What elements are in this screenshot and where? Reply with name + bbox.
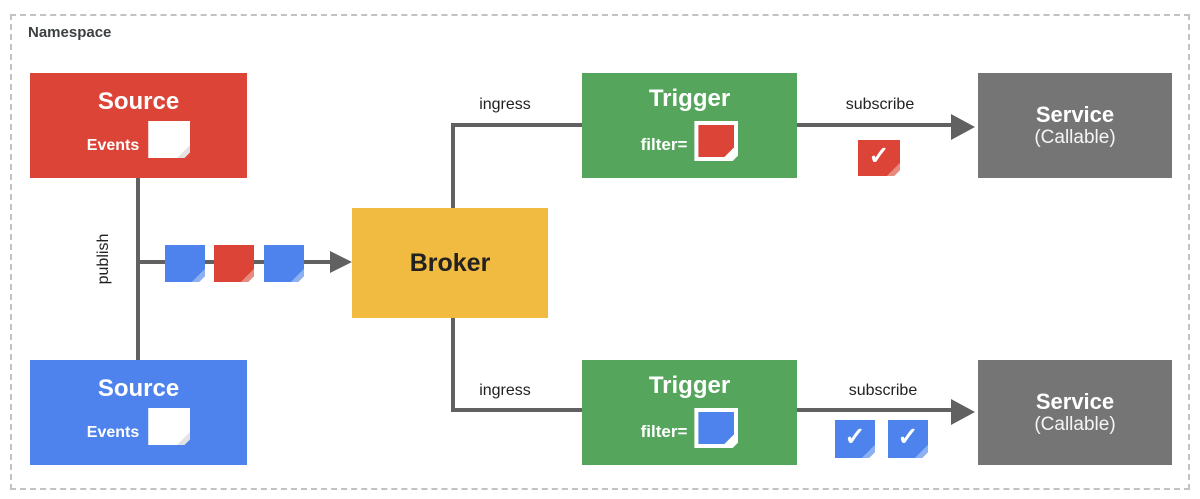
- blue-event-note-icon: [165, 245, 205, 282]
- events-label: Events: [86, 136, 140, 154]
- filter-label: filter=: [640, 135, 688, 154]
- broker-title: Broker: [409, 248, 491, 277]
- broker-box: Broker: [352, 208, 548, 318]
- service-top-box: Service (Callable): [978, 73, 1172, 178]
- subscribe-bottom-line: [797, 408, 951, 412]
- publish-label: publish: [95, 233, 112, 285]
- filter-row: filter=: [582, 408, 797, 448]
- red-note-icon: [694, 121, 739, 161]
- blue-check-note-icon: ✓: [888, 420, 928, 458]
- blue-note-icon: [694, 408, 739, 448]
- service-subtitle: (Callable): [1034, 127, 1116, 149]
- red-event-note-icon: [214, 245, 254, 282]
- red-check-note-icon: ✓: [858, 140, 900, 176]
- source-top-box: Source Events: [30, 73, 247, 178]
- publish-arrowhead-icon: [330, 251, 352, 273]
- namespace-label: Namespace: [28, 24, 112, 41]
- trigger-title: Trigger: [648, 372, 731, 399]
- ingress-top-line: [451, 123, 582, 127]
- subscribe-top-label: subscribe: [845, 96, 915, 113]
- subscribe-top-line: [797, 123, 951, 127]
- service-title: Service: [1035, 388, 1115, 414]
- check-glyph: ✓: [844, 423, 866, 451]
- source-bottom-box: Source Events: [30, 360, 247, 465]
- broker-ingress-top-vline: [451, 123, 455, 212]
- subscribe-bottom-label: subscribe: [848, 382, 918, 399]
- source-title: Source: [97, 88, 180, 115]
- blue-check-note-icon: ✓: [835, 420, 875, 458]
- ingress-bottom-label: ingress: [479, 382, 531, 399]
- trigger-title: Trigger: [648, 85, 731, 112]
- filter-row: filter=: [582, 121, 797, 161]
- source-to-source-line: [136, 178, 140, 360]
- white-note-icon: [148, 408, 191, 445]
- events-row: Events: [30, 121, 247, 158]
- check-glyph: ✓: [897, 423, 919, 451]
- ingress-bottom-line: [451, 408, 582, 412]
- trigger-bottom-box: Trigger filter=: [582, 360, 797, 465]
- filter-label: filter=: [640, 422, 688, 441]
- subscribe-top-arrowhead-icon: [951, 114, 975, 140]
- broker-ingress-bottom-vline: [451, 316, 455, 412]
- service-subtitle: (Callable): [1034, 414, 1116, 436]
- trigger-top-box: Trigger filter=: [582, 73, 797, 178]
- blue-event-note-icon: [264, 245, 304, 282]
- service-title: Service: [1035, 101, 1115, 127]
- white-note-icon: [148, 121, 191, 158]
- ingress-top-label: ingress: [479, 96, 531, 113]
- check-glyph: ✓: [868, 142, 890, 170]
- source-title: Source: [97, 375, 180, 402]
- events-row: Events: [30, 408, 247, 445]
- service-bottom-box: Service (Callable): [978, 360, 1172, 465]
- events-label: Events: [86, 423, 140, 441]
- subscribe-bottom-arrowhead-icon: [951, 399, 975, 425]
